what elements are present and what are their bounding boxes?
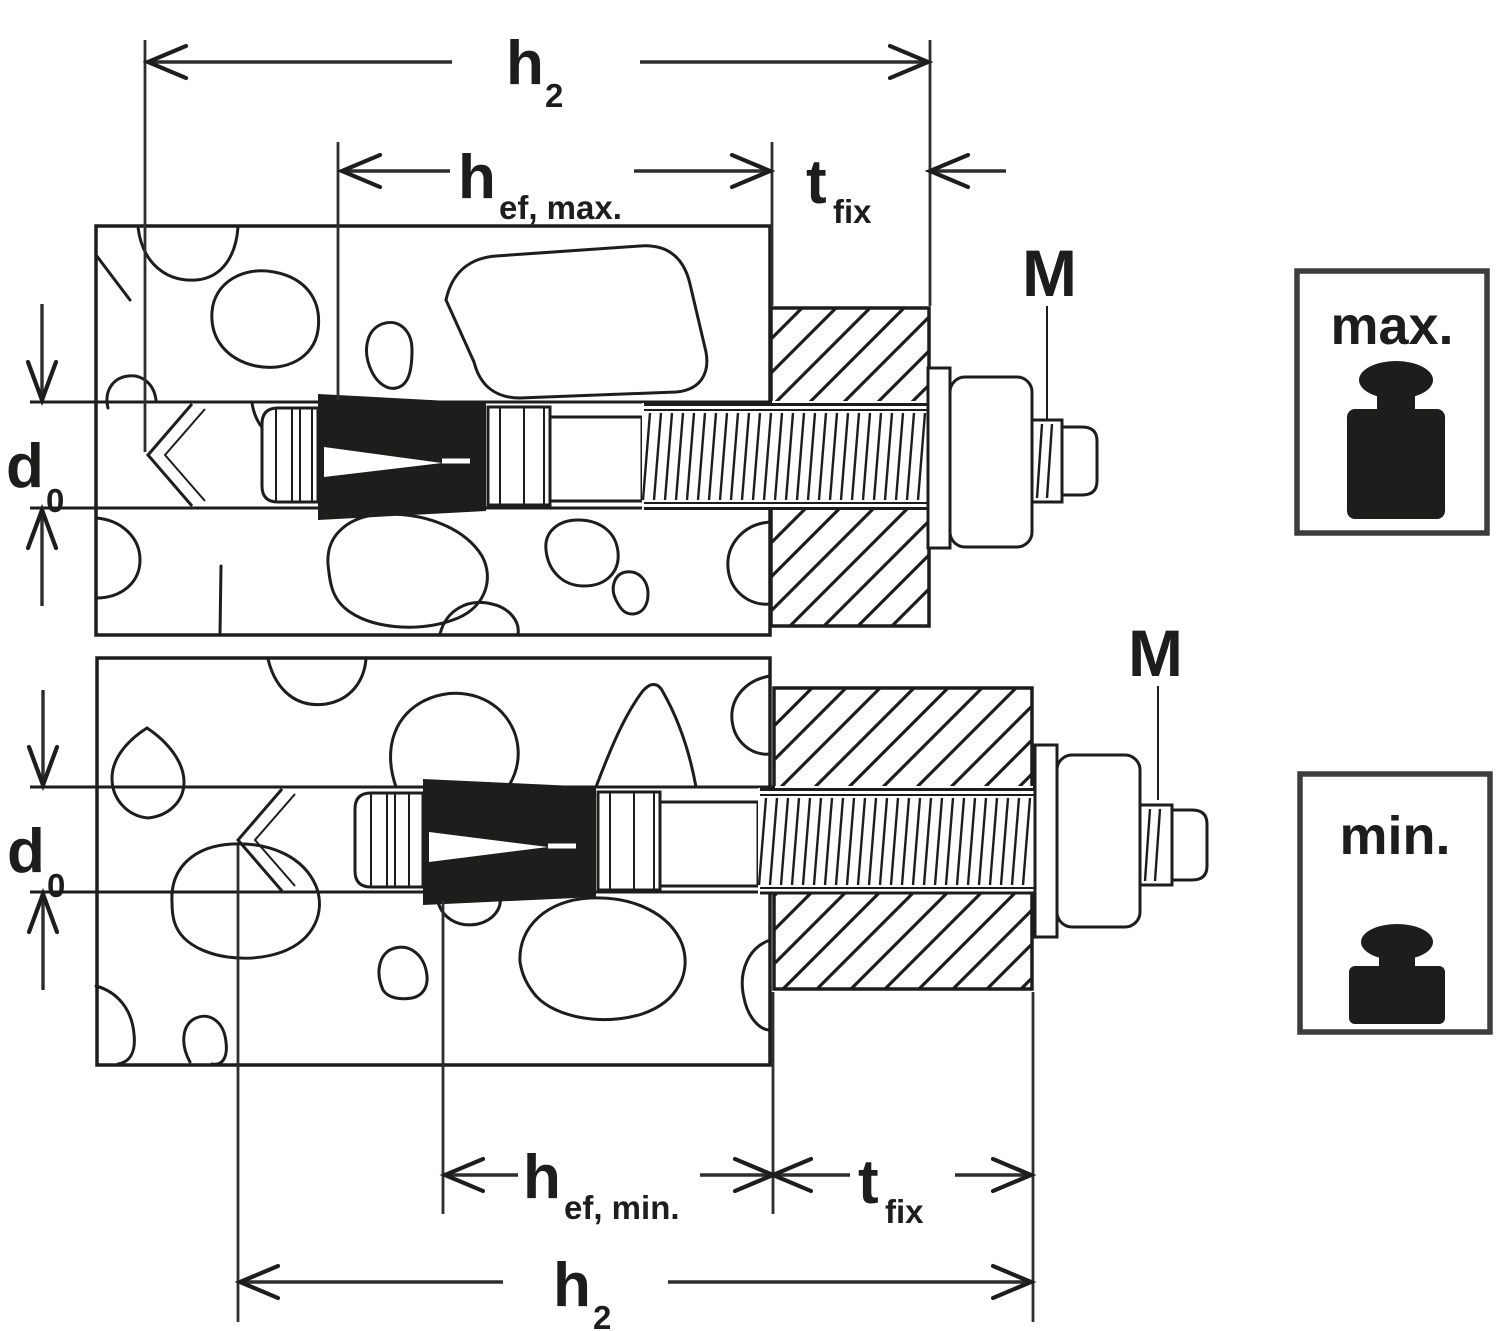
washer-bottom <box>1033 743 1059 939</box>
dimension-h2-top: h 2 <box>142 29 934 452</box>
bolt-tip-top <box>260 406 320 504</box>
thread-size-callout-top: M <box>1022 236 1077 420</box>
label-d0-bottom: d <box>7 817 45 886</box>
anchor-bolt-top <box>260 366 1099 550</box>
clip-slot-top <box>324 447 442 477</box>
label-hef-min-sub: ef, min. <box>564 1189 680 1226</box>
dimension-hef-min: h ef, min. <box>439 900 850 1226</box>
bolt-thread-bottom <box>757 788 1035 895</box>
thread-size-label-top: M <box>1022 236 1077 310</box>
label-d0-top-sub: 0 <box>46 482 64 519</box>
label-hef-max-sub: ef, max. <box>499 189 622 226</box>
thread-size-label-bottom: M <box>1128 616 1183 690</box>
dimension-d0-bottom: d 0 <box>7 690 65 990</box>
ring-collar-top <box>486 405 552 507</box>
label-tfix-top-sub: fix <box>833 193 872 230</box>
hex-nut-bottom <box>1055 753 1142 929</box>
max-badge-label: max. <box>1330 296 1453 356</box>
expansion-clip-bottom <box>423 779 596 905</box>
aggregate-texture-top <box>94 225 772 636</box>
label-hef-min: h <box>523 1143 561 1212</box>
max-badge: max. <box>1294 268 1490 536</box>
ring-collar-bottom <box>596 790 662 892</box>
label-h2-bottom: h <box>553 1251 591 1320</box>
expansion-clip-top <box>318 394 486 520</box>
washer-top <box>926 366 952 550</box>
label-h2-bottom-sub: 2 <box>593 1299 611 1331</box>
bolt-tip-bottom <box>353 791 425 889</box>
label-hef-max: h <box>458 143 496 212</box>
bolt-shank-bottom <box>658 800 760 888</box>
weight-icon-max <box>1347 361 1445 519</box>
label-tfix-top: t <box>806 148 827 217</box>
dimension-tfix-top: t fix <box>806 148 1006 230</box>
dimension-d0-top: d 0 <box>6 304 64 606</box>
label-h2-top-sub: 2 <box>545 77 563 114</box>
drill-tip-top <box>146 403 194 507</box>
label-h2-top: h <box>506 29 544 98</box>
label-tfix-bottom-sub: fix <box>885 1193 924 1230</box>
thread-size-callout-bottom: M <box>1128 616 1183 800</box>
min-badge: min. <box>1297 771 1493 1035</box>
min-badge-label: min. <box>1339 806 1450 866</box>
bolt-thread-top <box>641 403 928 510</box>
lower-diagram: M h ef, min. t fix h <box>7 616 1493 1331</box>
anchor-bolt-bottom <box>353 743 1209 939</box>
aggregate-texture-bottom <box>94 657 772 1066</box>
upper-diagram: M h 2 h ef, max. t fix <box>6 29 1490 637</box>
drill-tip-bottom <box>236 788 284 892</box>
dimension-tfix-bottom: t fix <box>858 992 1037 1322</box>
label-tfix-bottom: t <box>858 1148 879 1217</box>
bolt-end-bottom <box>1170 808 1209 882</box>
dimension-h2-bottom: h 2 <box>234 845 1037 1331</box>
label-d0-bottom-sub: 0 <box>47 867 65 904</box>
weight-icon-min <box>1349 924 1445 1024</box>
label-d0-top: d <box>6 432 44 501</box>
hex-nut-top <box>948 375 1034 549</box>
bolt-shank-top <box>548 415 644 503</box>
dimension-hef-max: h ef, max. <box>336 142 776 400</box>
bolt-end-top <box>1060 425 1099 497</box>
clip-slot-bottom <box>429 832 548 862</box>
